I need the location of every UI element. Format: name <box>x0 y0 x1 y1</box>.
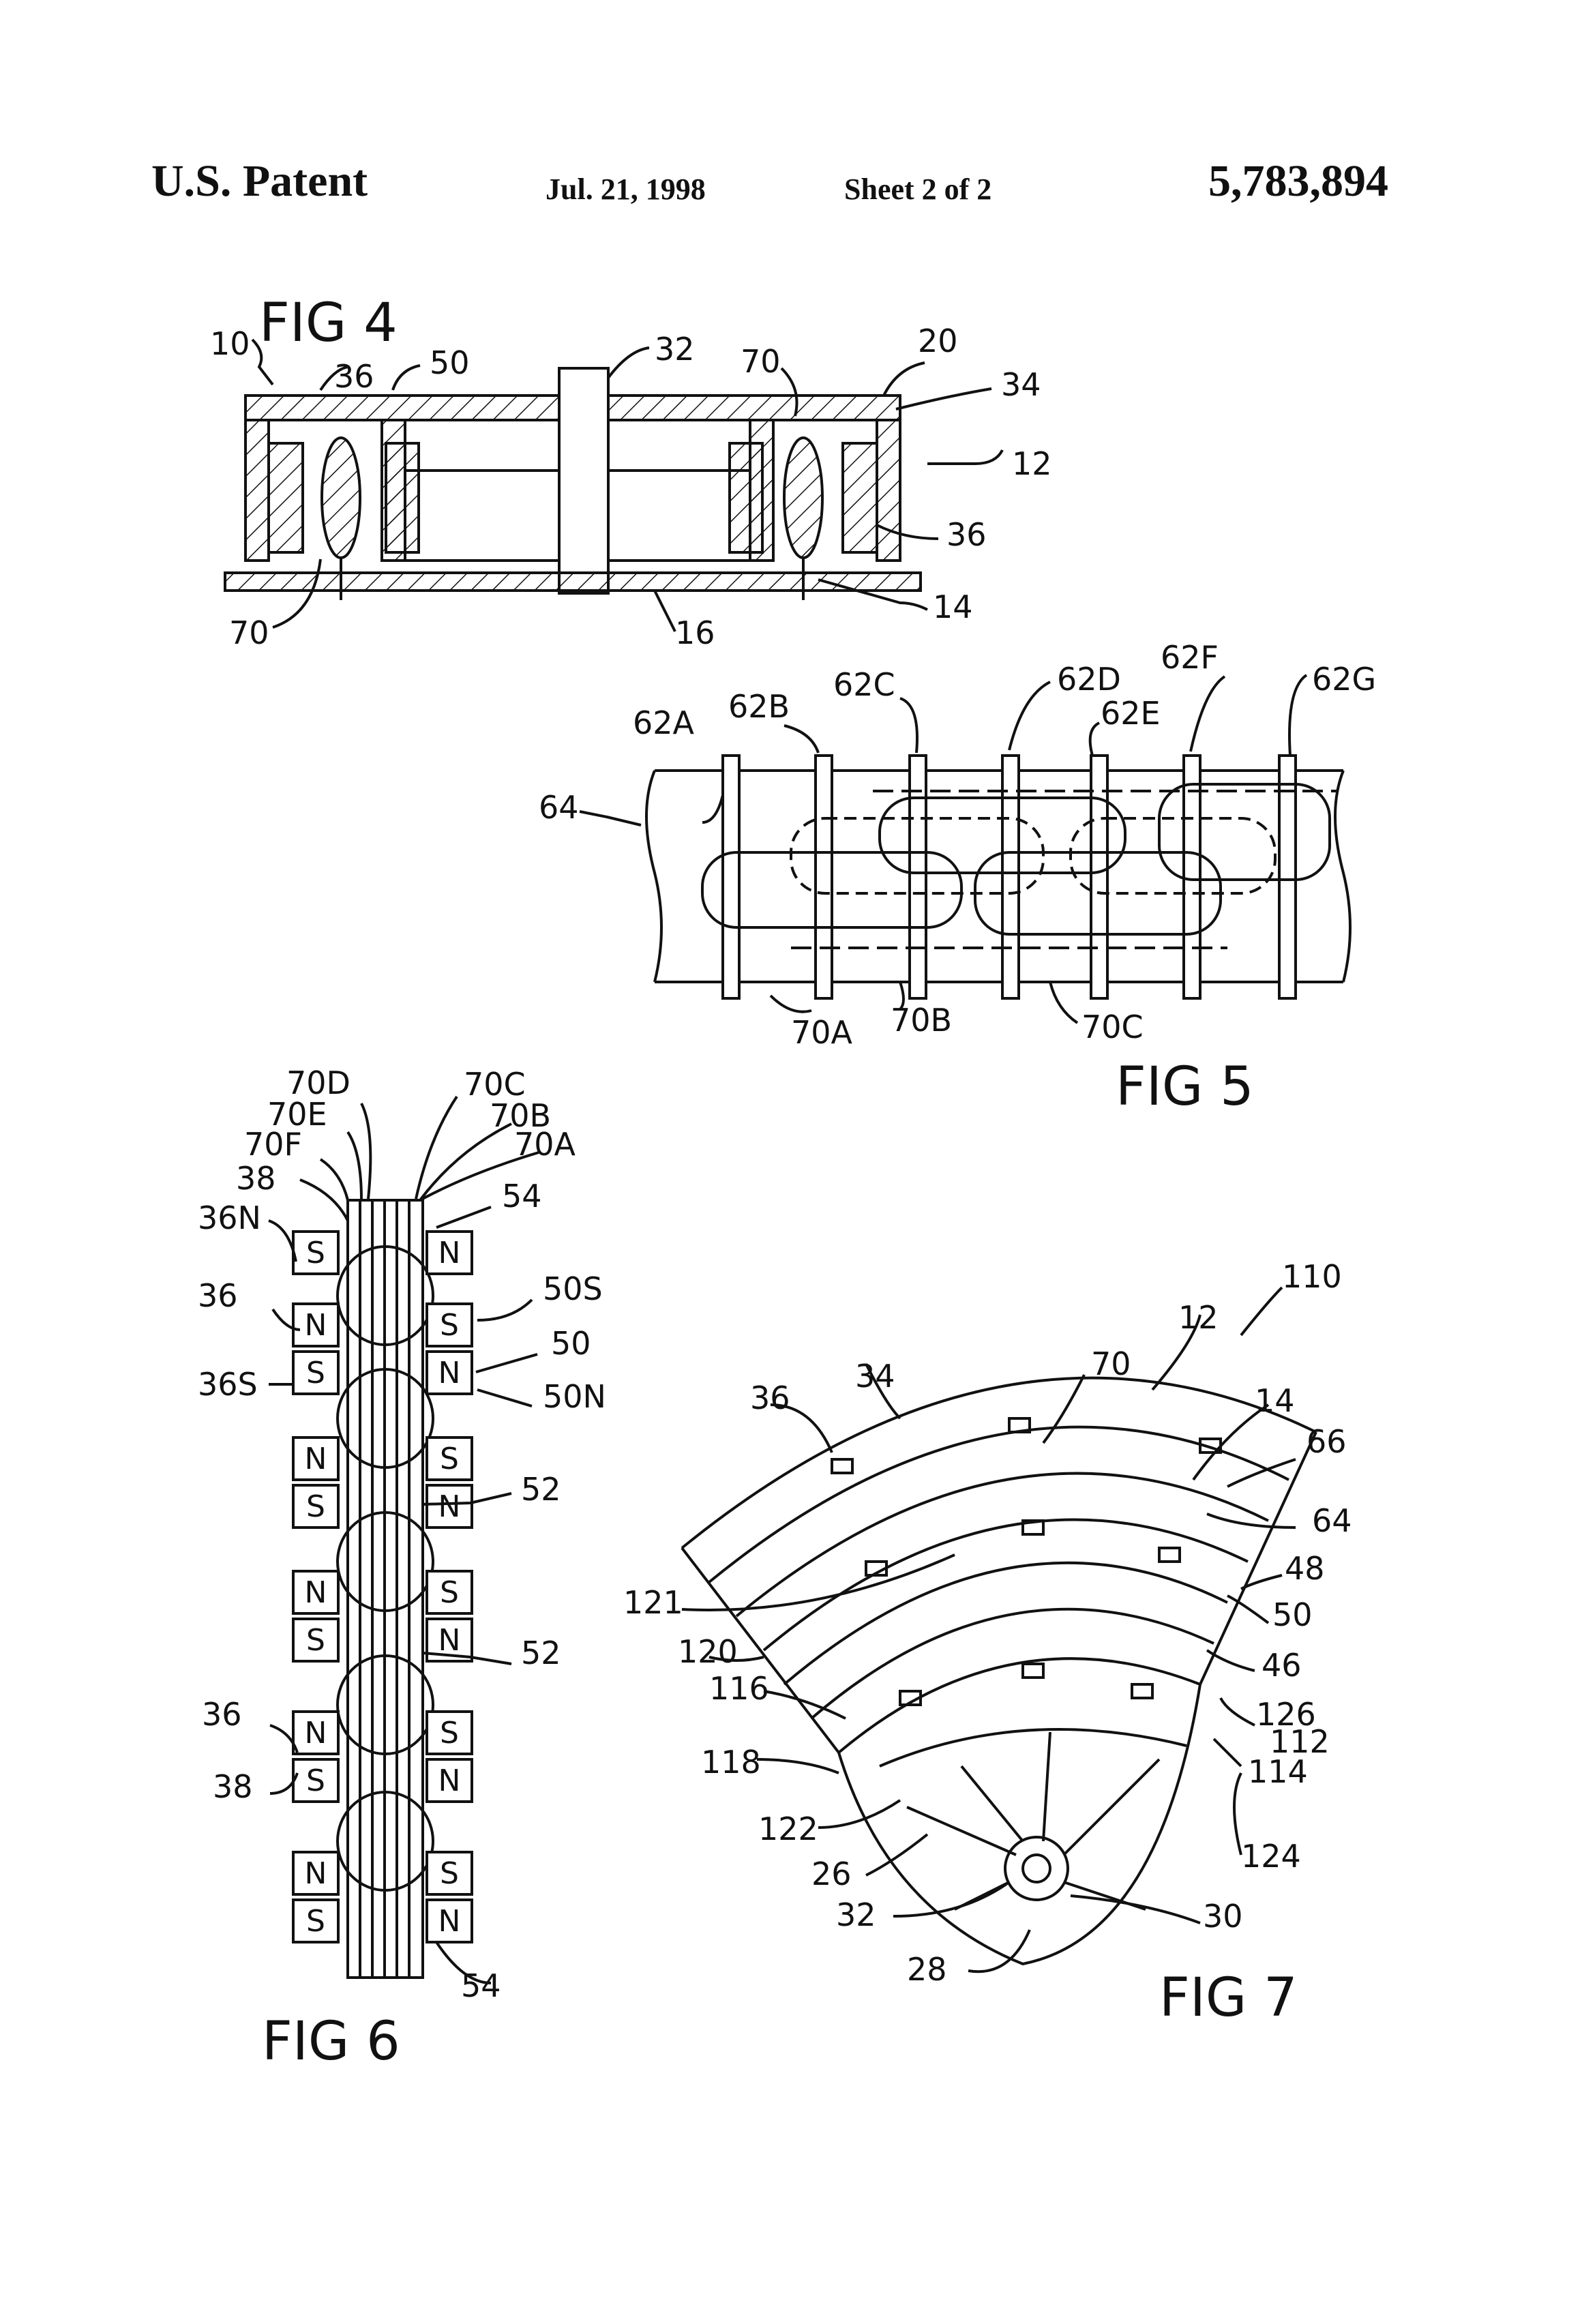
fig6-labels: 70D 70C 70E 70B 70F 70A 38 54 36N 36 50S… <box>198 1064 606 2072</box>
fig4-label-50: 50 <box>430 344 470 381</box>
fig7-label-30: 30 <box>1203 1898 1243 1935</box>
fig6-left-pole: S <box>306 1763 325 1798</box>
fig6-left-pole: S <box>306 1489 325 1524</box>
fig5-label-62E: 62E <box>1101 695 1161 732</box>
fig6-right-pole: S <box>440 1716 459 1751</box>
fig5-label-70C: 70C <box>1081 1009 1144 1045</box>
fig6-left-pole: N <box>305 1442 327 1476</box>
fig6-label-38b: 38 <box>213 1768 253 1805</box>
fig7-label-50: 50 <box>1272 1596 1313 1633</box>
fig4-label-12: 12 <box>1012 445 1052 482</box>
fig7-label-12: 12 <box>1178 1299 1219 1336</box>
fig7-label-32: 32 <box>836 1896 876 1933</box>
fig4-label-16: 16 <box>675 614 715 651</box>
fig7-label-114: 114 <box>1248 1753 1308 1790</box>
fig5-label-70A: 70A <box>791 1014 853 1051</box>
fig4-label-20: 20 <box>918 323 958 359</box>
fig7-label-36: 36 <box>750 1380 790 1416</box>
fig7-labels: 110 12 70 34 36 14 66 64 48 121 50 120 4… <box>623 1258 1352 2029</box>
fig6-title: FIG 6 <box>262 2011 400 2072</box>
fig5-label-62G: 62G <box>1312 661 1376 698</box>
fig4-label-32: 32 <box>655 331 695 368</box>
fig6-label-38: 38 <box>236 1160 276 1197</box>
fig6-label-54b: 54 <box>461 1967 501 2004</box>
fig6-label-36S: 36S <box>198 1366 258 1403</box>
fig4-label-70b: 70 <box>229 614 269 651</box>
fig6-right-pole: N <box>438 1623 461 1658</box>
fig6-left-pole: S <box>306 1356 325 1390</box>
fig7-label-48: 48 <box>1285 1550 1325 1587</box>
fig7-label-70: 70 <box>1091 1345 1131 1382</box>
fig6-left-pole: N <box>305 1856 327 1891</box>
fig6-label-54: 54 <box>502 1178 542 1215</box>
fig7-label-14: 14 <box>1255 1382 1295 1419</box>
fig6-label-36b: 36 <box>202 1696 242 1733</box>
fig6-label-52b: 52 <box>521 1635 561 1671</box>
fig6 <box>269 1097 539 1983</box>
fig4-label-36: 36 <box>334 358 374 395</box>
fig7-label-66: 66 <box>1307 1423 1347 1460</box>
fig7-label-64: 64 <box>1312 1502 1352 1539</box>
fig5-label-62B: 62B <box>728 688 790 725</box>
fig5-label-62F: 62F <box>1161 639 1219 676</box>
fig5-label-70B: 70B <box>891 1002 952 1039</box>
fig4-title: FIG 4 <box>259 293 398 354</box>
fig7-label-110: 110 <box>1282 1258 1342 1295</box>
fig6-right-pole: N <box>438 1489 461 1524</box>
fig6-label-52: 52 <box>521 1471 561 1508</box>
fig6-right-pole: S <box>440 1442 459 1476</box>
fig6-right-pole: N <box>438 1356 461 1390</box>
fig6-label-36: 36 <box>198 1277 238 1314</box>
fig6-label-70F: 70F <box>244 1126 302 1163</box>
fig6-right-pole: S <box>440 1575 459 1610</box>
fig5-label-62D: 62D <box>1057 661 1121 698</box>
fig7-title: FIG 7 <box>1159 1967 1298 2029</box>
fig5-label-62C: 62C <box>833 666 895 703</box>
fig6-right-pole: S <box>440 1856 459 1891</box>
fig6-left-pole: N <box>305 1716 327 1751</box>
fig5-label-62A: 62A <box>633 704 695 741</box>
fig6-right-pole: N <box>438 1904 461 1939</box>
fig6-left-pole: N <box>305 1575 327 1610</box>
fig6-label-50S: 50S <box>543 1270 603 1307</box>
fig5-title: FIG 5 <box>1116 1056 1254 1118</box>
fig5-label-64: 64 <box>539 789 579 826</box>
fig6-left-pole: S <box>306 1236 325 1270</box>
fig7-label-26: 26 <box>811 1856 852 1892</box>
fig7-label-120: 120 <box>678 1633 738 1670</box>
fig7-label-121: 121 <box>623 1584 683 1621</box>
fig6-left-pole: N <box>305 1308 327 1343</box>
fig7-label-34: 34 <box>855 1358 895 1395</box>
fig5 <box>580 675 1350 1023</box>
fig6-label-36N: 36N <box>198 1200 261 1236</box>
fig6-left-pole: S <box>306 1904 325 1939</box>
fig6-right-pole: N <box>438 1236 461 1270</box>
fig7-label-28: 28 <box>907 1951 947 1988</box>
fig4-label-34: 34 <box>1001 366 1041 403</box>
fig4-label-14: 14 <box>933 589 973 625</box>
fig7-label-124: 124 <box>1241 1838 1301 1875</box>
fig6-left-pole: S <box>306 1623 325 1658</box>
fig7-label-118: 118 <box>701 1744 761 1781</box>
fig6-label-50: 50 <box>551 1325 591 1362</box>
fig6-right-pole: S <box>440 1308 459 1343</box>
fig7-label-122: 122 <box>758 1811 818 1847</box>
fig4-label-36b: 36 <box>946 516 987 553</box>
fig6-label-50N: 50N <box>543 1378 606 1415</box>
fig4-label-70: 70 <box>741 343 781 380</box>
fig7-label-126: 116 <box>709 1670 769 1707</box>
fig6-label-70A: 70A <box>514 1126 576 1163</box>
fig7-label-46: 46 <box>1262 1647 1302 1684</box>
fig4-label-10: 10 <box>210 325 250 362</box>
fig6-right-pole: N <box>438 1763 461 1798</box>
